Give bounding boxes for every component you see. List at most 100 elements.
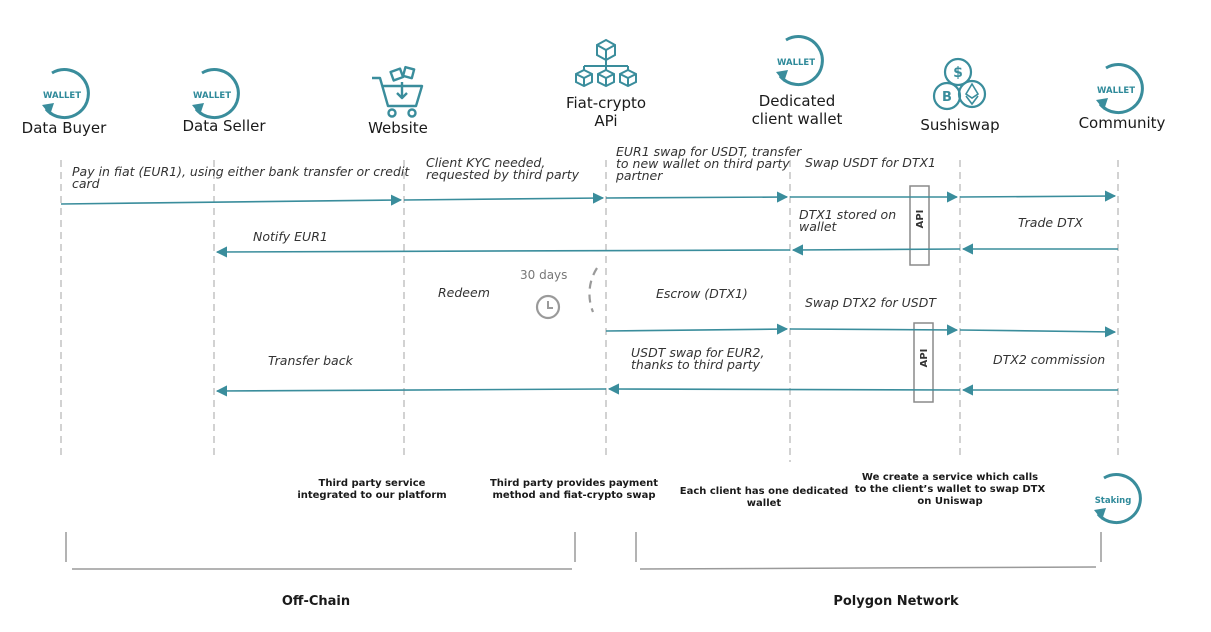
actor-label-website: Website (368, 119, 428, 137)
actor-label-line: Data Buyer (22, 119, 107, 137)
message-label: DTX2 commission (993, 352, 1105, 367)
message-label: Trade DTX (1018, 215, 1083, 230)
section-off-chain: Off-Chain (65, 532, 576, 609)
wallet-icon: WALLET (776, 35, 824, 87)
message (959, 326, 1117, 338)
message: Pay in fiat (EUR1), using either bank tr… (60, 164, 410, 206)
actor-label-community: Community (1079, 114, 1166, 132)
message: Client KYC needed,requested by third par… (403, 155, 605, 204)
api-box: API (913, 322, 934, 403)
staking: Staking (1094, 473, 1142, 525)
actor-label-sushiswap: Sushiswap (920, 116, 999, 134)
message-label-line: DTX1 stored on (799, 207, 896, 222)
message-label-line: EUR1 swap for USDT, transfer (616, 144, 802, 159)
wallet-icon: WALLET (42, 68, 90, 120)
message-label-line: Trade DTX (1018, 215, 1083, 230)
section-label: Polygon Network (833, 594, 959, 609)
messages: Pay in fiat (EUR1), using either bank tr… (60, 144, 1118, 397)
network-cubes-icon (575, 38, 637, 88)
wallet-icon: WALLET (192, 68, 240, 120)
message-label-line: Pay in fiat (EUR1), using either bank tr… (72, 164, 410, 179)
message-label-line: USDT swap for EUR2, (631, 345, 764, 360)
note-line: method and fiat-crypto swap (493, 490, 656, 501)
message-label: USDT swap for EUR2,thanks to third party (631, 345, 764, 372)
message-arrow (215, 246, 791, 258)
message-label-line: Swap USDT for DTX1 (805, 155, 936, 170)
timer-label: 30 days (520, 268, 567, 282)
actor-label-seller: Data Seller (182, 117, 266, 135)
message-label-line: Escrow (DTX1) (656, 286, 748, 301)
note-line: wallet (747, 498, 782, 509)
wallet-icon-text: WALLET (777, 58, 815, 68)
message-label-line: DTX2 commission (993, 352, 1105, 367)
message-arrow (959, 326, 1117, 338)
api-box-label: API (919, 349, 930, 368)
note-line: Third party service (319, 478, 426, 489)
message-arrow (403, 192, 605, 204)
clock-icon (535, 294, 561, 320)
api-box: API (909, 185, 930, 266)
timer-arc (588, 267, 598, 313)
message: Trade DTX (961, 215, 1118, 255)
message-label: Escrow (DTX1) (656, 286, 748, 301)
note-line: on Uniswap (917, 496, 982, 507)
message-label: Swap DTX2 for USDT (805, 295, 937, 310)
message: Notify EUR1 (215, 229, 791, 258)
message: USDT swap for EUR2,thanks to third party (607, 345, 961, 395)
actor-label-buyer: Data Buyer (22, 119, 107, 137)
message-arrow (605, 323, 789, 335)
message-label: Transfer back (268, 353, 354, 368)
actor-icons: WALLET WALLET WALLET (42, 35, 1144, 120)
svg-text:B: B (942, 90, 952, 105)
actor-label-line: Sushiswap (920, 116, 999, 134)
section-label: Off-Chain (282, 594, 350, 609)
note-line: Third party provides payment (490, 478, 658, 489)
message-label-line: Swap DTX2 for USDT (805, 295, 937, 310)
wallet-icon-text: WALLET (43, 91, 81, 101)
message-label-line: to new wallet on third party (616, 156, 790, 171)
coins-icon: $ B (932, 57, 987, 111)
message-label: Client KYC needed,requested by third par… (426, 155, 580, 182)
wallet-icon (1096, 473, 1142, 525)
message-label-line: card (72, 176, 100, 191)
message-arrow (605, 191, 789, 203)
note-line: to the client’s wallet to swap DTX (855, 484, 1046, 495)
message: Escrow (DTX1) (605, 286, 789, 335)
message: Swap DTX2 for USDT (789, 295, 959, 336)
message-label-line: wallet (799, 219, 838, 234)
staking-label: Staking (1095, 496, 1132, 506)
actor-label-line: APi (594, 112, 617, 130)
note-line: integrated to our platform (297, 490, 446, 501)
wallet-icon-text: WALLET (193, 91, 231, 101)
timer-caption: Redeem (438, 285, 490, 300)
section-polygon-network: Polygon Network (635, 532, 1102, 609)
message-label-line: thanks to third party (631, 357, 761, 372)
lifelines (60, 160, 1119, 462)
actor-label-line: Community (1079, 114, 1166, 132)
message-label-line: Notify EUR1 (253, 229, 328, 244)
actor-label-line: Fiat-crypto (566, 94, 646, 112)
message: Swap USDT for DTX1 (790, 155, 959, 203)
shopping-cart-icon (372, 65, 424, 118)
message-label-line: Client KYC needed, (426, 155, 545, 170)
message-arrow (60, 194, 403, 206)
wallet-icon-text: WALLET (1097, 86, 1135, 96)
message-label-line: Transfer back (268, 353, 354, 368)
actor-label-line: Dedicated (759, 92, 836, 110)
message-arrow (791, 244, 961, 256)
wallet-icon: WALLET (1096, 63, 1144, 115)
message (959, 190, 1117, 202)
message-label: Notify EUR1 (253, 229, 328, 244)
message: Transfer back (215, 353, 607, 397)
message-arrow (215, 385, 607, 397)
api-box-label: API (915, 210, 926, 229)
actor-label-line: Data Seller (182, 117, 266, 135)
